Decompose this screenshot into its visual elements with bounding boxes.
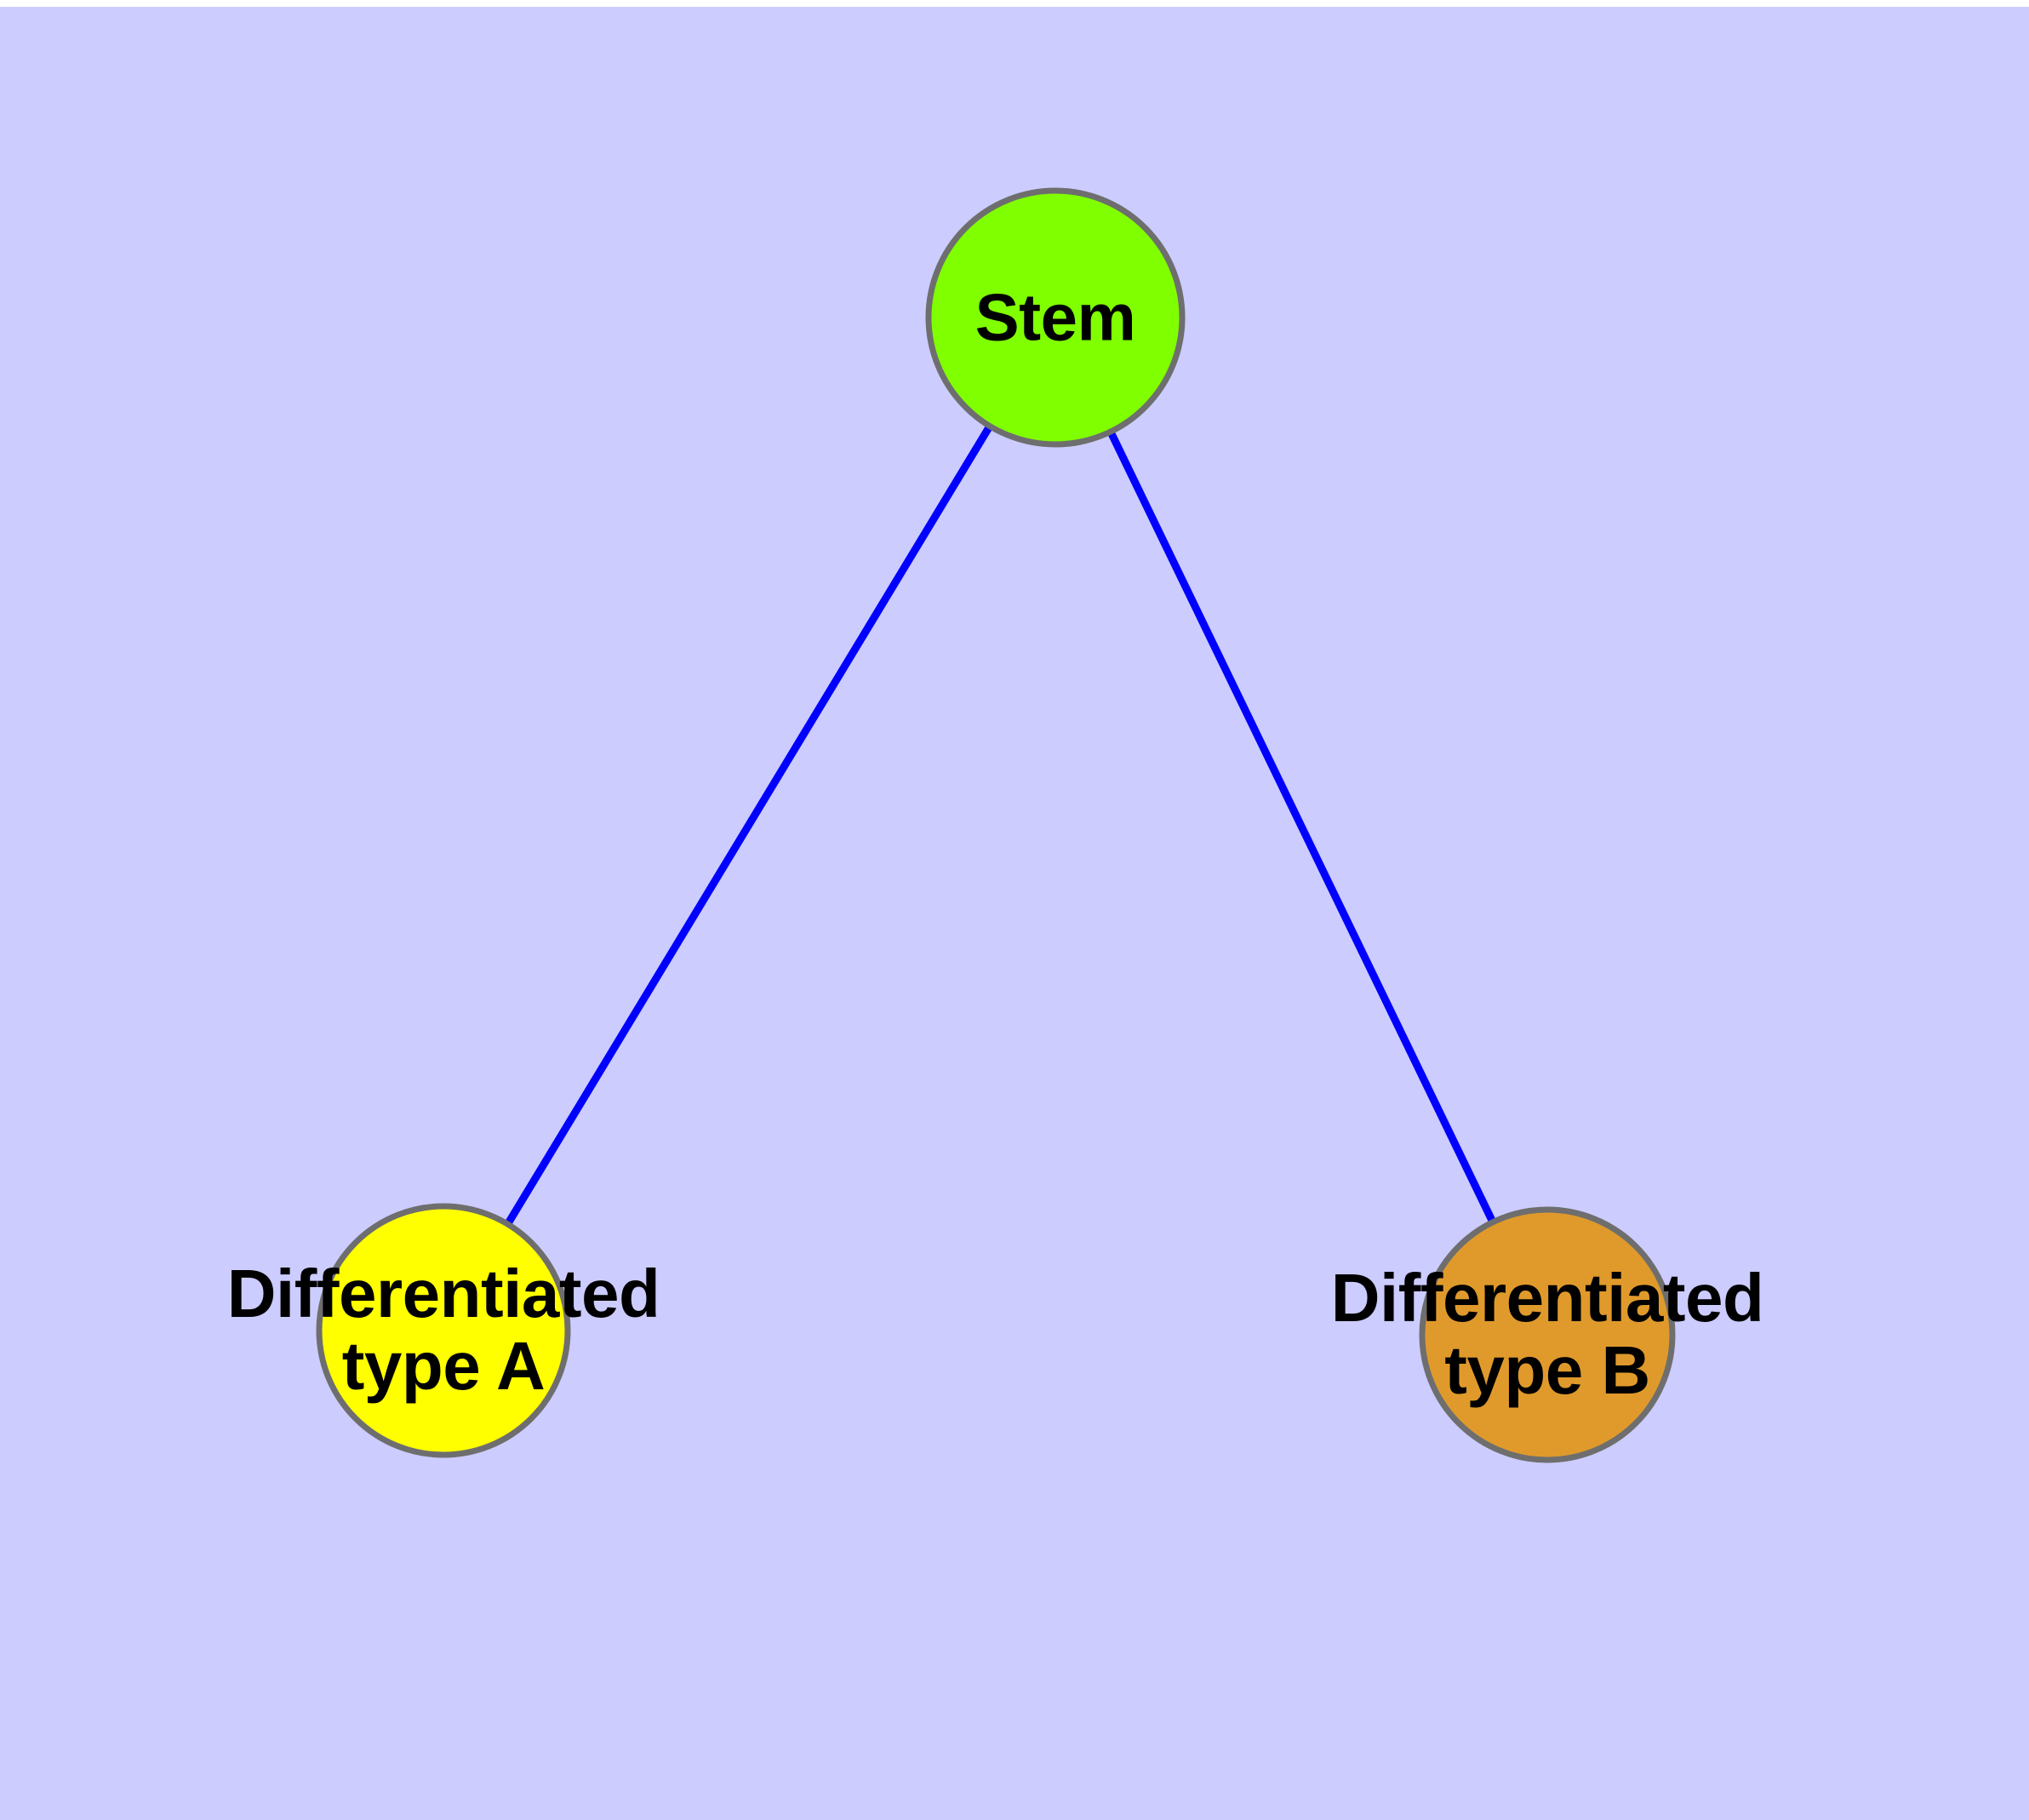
edges-group: [505, 425, 1496, 1225]
graph-node-stem[interactable]: [925, 187, 1186, 448]
graph-edge-stem-to-diff-a: [505, 425, 992, 1225]
graph-node-diff_b[interactable]: [1419, 1206, 1676, 1463]
graph-node-diff_a[interactable]: [316, 1203, 571, 1458]
nodes-group: [316, 187, 1676, 1463]
graph-edge-stem-to-diff-b: [1107, 431, 1496, 1222]
